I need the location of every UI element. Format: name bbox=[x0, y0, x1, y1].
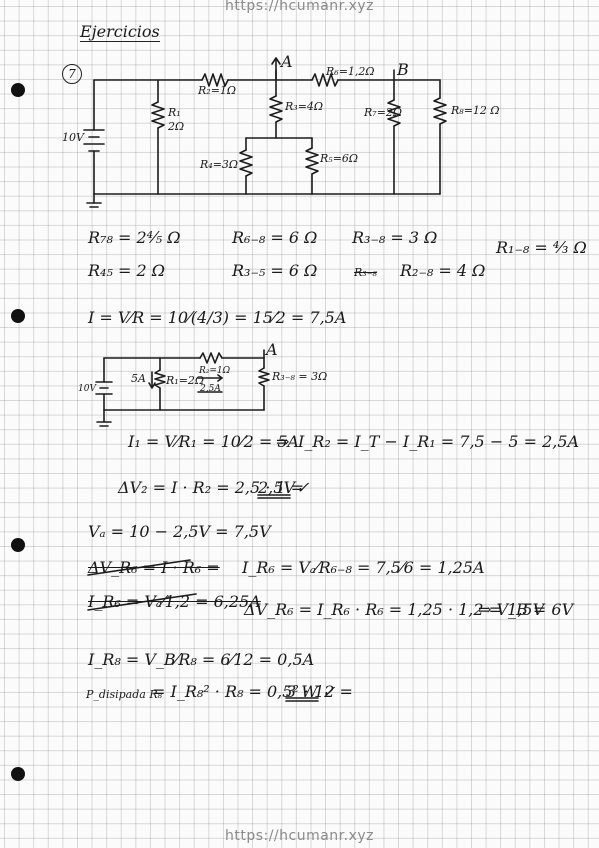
reduced-r38-label: R₃₋₈ = 3Ω bbox=[272, 370, 328, 383]
watermark-top: https://hcumanr.xyz bbox=[224, 0, 375, 14]
r6-label: R₆=1,2Ω bbox=[326, 65, 375, 78]
eq-ir6: I_R₆ = Vₐ⁄R₆₋₈ = 7,5⁄6 = 1,25A bbox=[242, 558, 485, 577]
watermark-bottom: https://hcumanr.xyz bbox=[224, 828, 375, 844]
eq-vb: ⇒ V_B = 6V bbox=[478, 600, 574, 619]
r5-label: R₅=6Ω bbox=[320, 152, 359, 165]
eq-power: = I_R₈² · R₈ = 0,5² · 12 = bbox=[152, 682, 353, 701]
eq-va: Vₐ = 10 − 2,5V = 7,5V bbox=[88, 522, 271, 541]
reduced-r1-label: R₁=2Ω bbox=[166, 374, 205, 387]
binder-hole bbox=[11, 83, 25, 97]
eq-arrow: ⇒ bbox=[276, 432, 290, 451]
eq-power-label: P_disipada R₈ bbox=[86, 688, 163, 701]
eq-dv2: ΔV₂ = I · R₂ = 2,5 · 1 = bbox=[118, 478, 305, 497]
reduced-i2-label: 2,5A bbox=[200, 384, 221, 394]
r7-label: R₇=2Ω bbox=[364, 106, 403, 119]
eq-current-total: I = V⁄R = 10⁄(4/3) = 15⁄2 = 7,5A bbox=[88, 308, 347, 327]
eq-r3-8: R₃₋₈ = 3 Ω bbox=[352, 228, 438, 247]
r1-label: R₁ 2Ω bbox=[168, 106, 185, 133]
reduced-r2-label: R₂=1Ω bbox=[199, 366, 231, 376]
eq-ir8: I_R₈ = V_B⁄R₈ = 6⁄12 = 0,5A bbox=[88, 650, 315, 669]
eq-dv2-result: 2,5V bbox=[258, 478, 295, 497]
eq-r3-5: R₃₋₅ = 6 Ω bbox=[232, 261, 318, 280]
eq-r2-8: R₂₋₈ = 4 Ω bbox=[400, 261, 486, 280]
r2-label: R₂=1Ω bbox=[198, 84, 237, 97]
eq-r78: R₇₈ = 2⁴⁄₅ Ω bbox=[88, 228, 181, 247]
eq-r3-8-struck: R₃₋₈ bbox=[354, 266, 377, 279]
eq-r6-8: R₆₋₈ = 6 Ω bbox=[232, 228, 318, 247]
binder-hole bbox=[11, 309, 25, 323]
eq-r1-8: R₁₋₈ = ⁴⁄₃ Ω bbox=[496, 238, 587, 257]
binder-hole bbox=[11, 538, 25, 552]
eq-power-result: 3 W bbox=[286, 682, 318, 701]
r3-label: R₃=4Ω bbox=[285, 100, 324, 113]
eq-power-check: ✓ bbox=[322, 682, 336, 701]
node-a-label: A bbox=[281, 52, 293, 71]
page-title: Ejercicios bbox=[80, 22, 160, 42]
eq-struck-ir6: I_R₆ = Vₐ⁄1,2 = 6,25A bbox=[88, 592, 261, 611]
eq-r45: R₄₅ = 2 Ω bbox=[88, 261, 165, 280]
eq-struck-dvr6: ΔV_R₆ = I · R₆ = bbox=[88, 558, 220, 577]
exercise-number: 7 bbox=[62, 64, 82, 84]
r4-label: R₄=3Ω bbox=[200, 158, 239, 171]
eq-ir2: I_R₂ = I_T − I_R₁ = 7,5 − 5 = 2,5A bbox=[298, 432, 580, 451]
eq-i1: I₁ = V⁄R₁ = 10⁄2 = 5A bbox=[128, 432, 300, 451]
circuit-voltage-label: 10V bbox=[62, 131, 84, 144]
node-b-label: B bbox=[397, 60, 409, 79]
binder-hole bbox=[11, 767, 25, 781]
reduced-voltage-label: 10V bbox=[78, 384, 96, 394]
r8-label: R₈=12 Ω bbox=[451, 104, 500, 117]
eq-dv2-check: ✓ bbox=[296, 478, 310, 497]
eq-dvr6: ΔV_R₆ = I_R₆ · R₆ = 1,25 · 1,2 = 1,5V bbox=[244, 600, 545, 619]
reduced-i1-label: 5A bbox=[131, 372, 146, 385]
reduced-node-a-label: A bbox=[266, 340, 278, 359]
